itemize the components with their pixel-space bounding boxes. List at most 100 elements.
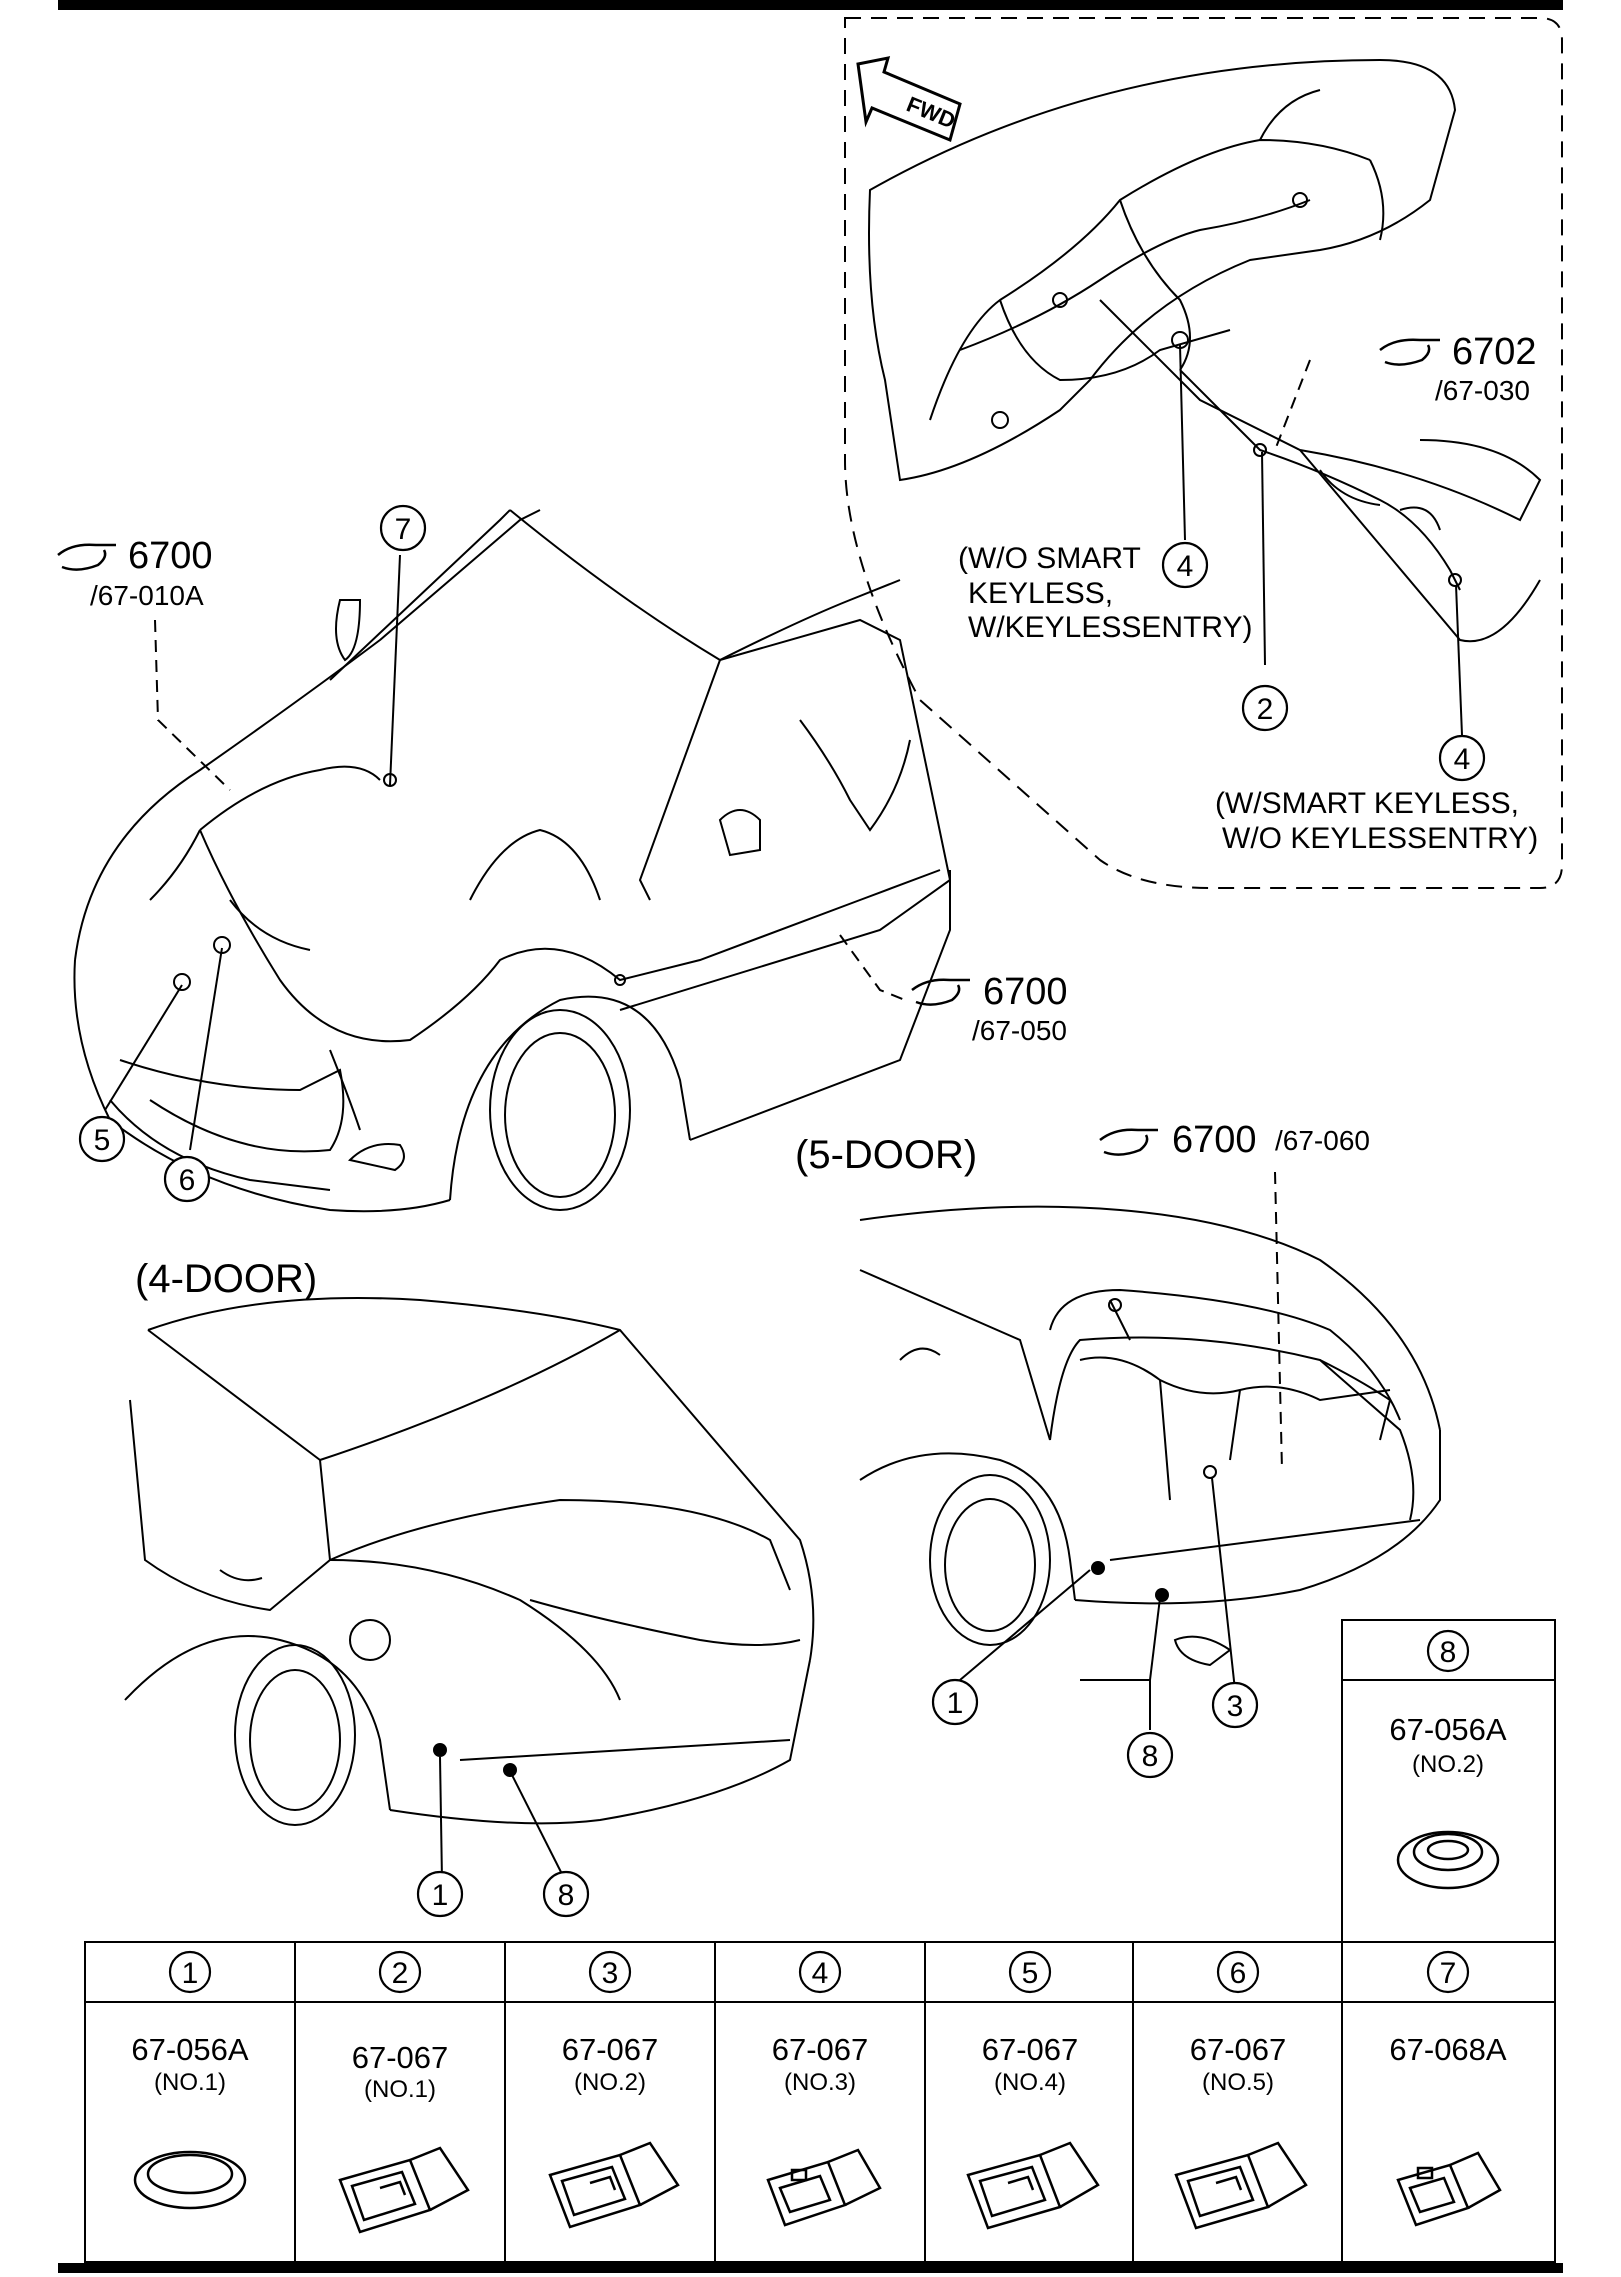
part-4: 4 67-067 (NO.3) xyxy=(766,1950,882,2227)
svg-text:67-067: 67-067 xyxy=(982,2032,1079,2067)
svg-text:2: 2 xyxy=(1257,693,1274,726)
svg-text:3: 3 xyxy=(1227,1690,1244,1723)
callout-4-bottom xyxy=(1438,734,1486,782)
svg-text:6: 6 xyxy=(1230,1957,1247,1990)
svg-text:1: 1 xyxy=(947,1687,964,1720)
connector-icon xyxy=(548,2141,680,2229)
svg-text:(NO.2): (NO.2) xyxy=(574,2069,646,2096)
part-2: 2 67-067 (NO.1) xyxy=(338,1950,470,2234)
svg-text:7: 7 xyxy=(1440,1957,1457,1990)
ref-6700-010a-code: /67-010A xyxy=(90,580,204,611)
svg-text:3: 3 xyxy=(602,1957,619,1990)
svg-text:6: 6 xyxy=(179,1164,196,1197)
grommet-dot xyxy=(433,1743,447,1757)
dashboard-inset xyxy=(844,17,1563,889)
svg-text:5: 5 xyxy=(1022,1957,1039,1990)
ref-6700-010a: 6700 /67-010A xyxy=(57,535,213,611)
pointing-hand-icon xyxy=(57,543,116,571)
svg-text:67-067: 67-067 xyxy=(352,2040,449,2075)
five-door-rear-illustration xyxy=(859,1171,1441,1730)
ref-6700-010a-num: 6700 xyxy=(128,535,213,577)
svg-text:67-056A: 67-056A xyxy=(131,2032,249,2067)
part-8: 8 67-056A (NO.2) xyxy=(1389,1629,1507,1890)
forward-arrow-icon: FWD xyxy=(856,56,962,143)
svg-text:67-067: 67-067 xyxy=(772,2032,869,2067)
svg-text:(NO.3): (NO.3) xyxy=(784,2069,856,2096)
part-1: 1 67-056A (NO.1) xyxy=(131,1950,249,2210)
callout-8-4door xyxy=(542,1870,590,1918)
part-3: 3 67-067 (NO.2) xyxy=(548,1950,680,2229)
svg-text:4: 4 xyxy=(1454,743,1471,776)
callout-1-5door xyxy=(931,1678,979,1726)
svg-text:1: 1 xyxy=(182,1957,199,1990)
grommet-icon xyxy=(1396,1830,1500,1890)
callout-4-top xyxy=(1161,541,1209,589)
grommet-icon xyxy=(133,2150,247,2210)
grommet-dot xyxy=(503,1763,517,1777)
svg-text:(W/O SMART: (W/O SMART xyxy=(958,542,1141,575)
svg-text:2: 2 xyxy=(392,1957,409,1990)
grommet-dot xyxy=(1091,1561,1105,1575)
connector-icon xyxy=(1396,2151,1502,2227)
svg-text:4: 4 xyxy=(1177,550,1194,583)
ref-6700-050-code: /67-050 xyxy=(972,1015,1067,1046)
callout-7 xyxy=(379,504,427,552)
svg-text:5: 5 xyxy=(94,1124,111,1157)
svg-text:(W/SMART KEYLESS,: (W/SMART KEYLESS, xyxy=(1215,787,1519,820)
svg-text:67-067: 67-067 xyxy=(1190,2032,1287,2067)
svg-text:1: 1 xyxy=(432,1879,449,1912)
pointing-hand-icon xyxy=(1379,338,1440,366)
connector-icon xyxy=(766,2148,882,2227)
callout-numbers: 7 4 2 4 5 6 1 8 1 8 3 xyxy=(94,513,1471,1912)
svg-text:67-068A: 67-068A xyxy=(1389,2032,1507,2067)
connector-icon xyxy=(966,2141,1100,2230)
svg-text:67-056A: 67-056A xyxy=(1389,1712,1507,1747)
ref-6702: 6702 /67-030 xyxy=(1379,331,1537,406)
ref-6700-050-num: 6700 xyxy=(983,971,1068,1013)
callout-8-5door xyxy=(1126,1731,1174,1779)
callout-circles xyxy=(78,504,1486,1918)
svg-text:(NO.2): (NO.2) xyxy=(1412,1751,1484,1778)
svg-text:(NO.1): (NO.1) xyxy=(154,2069,226,2096)
callout-6 xyxy=(163,1155,211,1203)
svg-text:67-067: 67-067 xyxy=(562,2032,659,2067)
five-door-label: (5-DOOR) xyxy=(795,1133,977,1177)
inset-dashed-border xyxy=(844,17,1563,889)
svg-text:W/KEYLESSENTRY): W/KEYLESSENTRY) xyxy=(968,611,1253,644)
grommet-dot xyxy=(1155,1588,1169,1602)
svg-text:W/O KEYLESSENTRY): W/O KEYLESSENTRY) xyxy=(1222,822,1538,855)
svg-text:4: 4 xyxy=(812,1957,829,1990)
ref-6702-num: 6702 xyxy=(1452,331,1537,373)
note-wo-smart-keyless: (W/O SMART KEYLESS, W/KEYLESSENTRY) xyxy=(958,542,1253,644)
svg-text:8: 8 xyxy=(1440,1636,1457,1669)
svg-text:KEYLESS,: KEYLESS, xyxy=(968,577,1113,610)
four-door-label: (4-DOOR) xyxy=(135,1257,317,1301)
callout-1-4door xyxy=(416,1870,464,1918)
callout-3-5door xyxy=(1211,1681,1259,1729)
svg-text:7: 7 xyxy=(395,513,412,546)
part-7: 7 67-068A xyxy=(1389,1950,1507,2227)
svg-text:8: 8 xyxy=(1142,1740,1159,1773)
parts-table xyxy=(84,1619,1556,2263)
ref-6700-060-num: 6700 xyxy=(1172,1119,1257,1161)
ref-6700-060-code: /67-060 xyxy=(1275,1125,1370,1156)
top-border-bar xyxy=(58,0,1563,10)
callout-5 xyxy=(78,1115,126,1163)
bottom-border-bar xyxy=(58,2263,1563,2273)
pointing-hand-icon xyxy=(911,978,970,1006)
svg-text:(NO.4): (NO.4) xyxy=(994,2069,1066,2096)
svg-text:8: 8 xyxy=(558,1879,575,1912)
note-w-smart-keyless: (W/SMART KEYLESS, W/O KEYLESSENTRY) xyxy=(1215,787,1538,855)
callout-2-top xyxy=(1241,684,1289,732)
front-car-illustration xyxy=(73,509,951,1213)
connector-icon xyxy=(338,2146,470,2234)
four-door-rear-illustration xyxy=(124,1297,815,1826)
part-6: 6 67-067 (NO.5) xyxy=(1174,1950,1308,2230)
ref-6700-050: 6700 /67-050 xyxy=(911,971,1068,1046)
svg-text:(NO.1): (NO.1) xyxy=(364,2076,436,2103)
ref-6702-code: /67-030 xyxy=(1435,375,1530,406)
ref-6700-060: 6700 /67-060 xyxy=(1099,1119,1370,1161)
svg-text:(NO.5): (NO.5) xyxy=(1202,2069,1274,2096)
part-5: 5 67-067 (NO.4) xyxy=(966,1950,1100,2230)
